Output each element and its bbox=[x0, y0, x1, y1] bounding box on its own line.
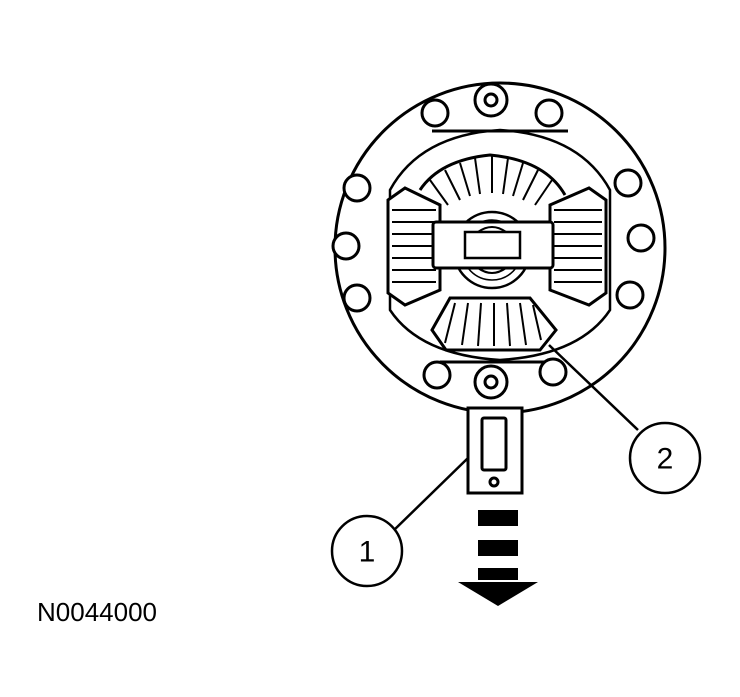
callout-2-label: 2 bbox=[657, 443, 674, 476]
bolt-holes bbox=[331, 98, 656, 390]
pinion-shaft-icon bbox=[431, 220, 555, 274]
left-side-gear-icon bbox=[386, 186, 442, 307]
pull-direction-arrow-icon bbox=[458, 510, 538, 606]
callout-1: 1 bbox=[330, 514, 404, 588]
callout-1-label: 1 bbox=[359, 536, 376, 569]
pinion-gear-icon bbox=[430, 296, 558, 352]
pinion-shaft-tool-icon bbox=[466, 406, 524, 495]
right-side-gear-icon bbox=[548, 186, 608, 307]
callout-2: 2 bbox=[628, 421, 702, 495]
reference-code: N0044000 bbox=[37, 597, 157, 627]
leader-lines bbox=[391, 344, 639, 533]
pin-holes bbox=[473, 82, 509, 400]
